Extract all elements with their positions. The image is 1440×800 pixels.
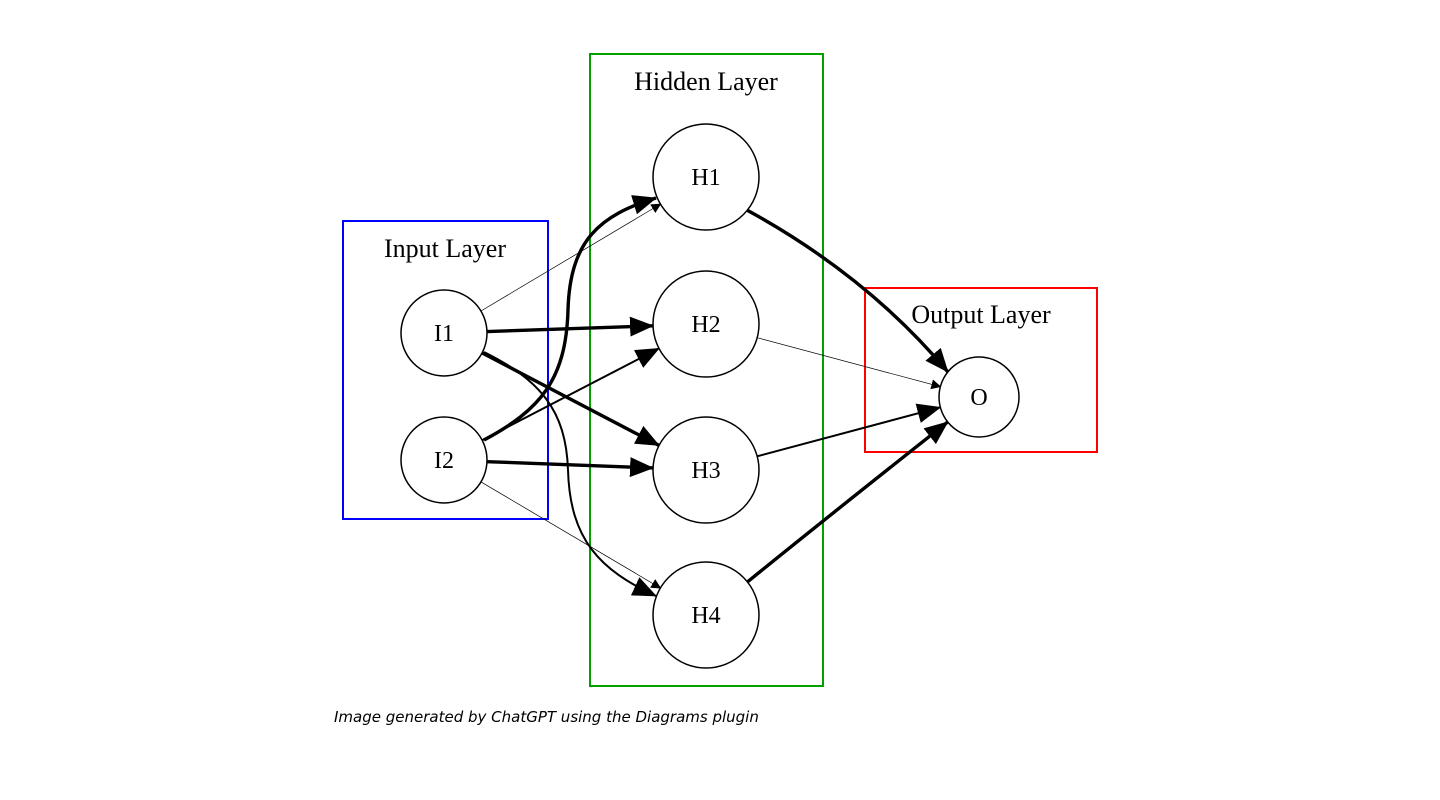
node-o: O <box>938 356 1020 438</box>
node-label: O <box>970 385 987 411</box>
edge-i2-to-h4 <box>480 481 662 589</box>
node-circle <box>652 561 760 669</box>
edge-i2-to-h3 <box>486 457 655 478</box>
node-label: H3 <box>691 458 720 484</box>
node-i1: I1 <box>400 289 488 377</box>
input-layer-cluster: Input Layer <box>342 220 549 520</box>
output-layer-label: Output Layer <box>911 300 1051 329</box>
node-label: H4 <box>691 603 720 629</box>
edge-i1-to-h4 <box>483 351 657 597</box>
node-h3: H3 <box>652 416 760 524</box>
edge-h1-to-o <box>746 208 950 373</box>
node-label: H1 <box>691 165 720 191</box>
hidden-layer-label: Hidden Layer <box>634 67 778 96</box>
node-label: H2 <box>691 312 720 338</box>
output-layer-box <box>864 287 1098 453</box>
node-h2: H2 <box>652 270 760 378</box>
edge-i1-to-h1 <box>480 203 662 312</box>
input-layer-box <box>342 220 549 520</box>
hidden-layer-box <box>589 53 824 687</box>
node-circle <box>652 416 760 524</box>
node-circle <box>652 270 760 378</box>
node-circle <box>400 289 488 377</box>
edge-h2-to-o <box>757 337 942 390</box>
node-i2: I2 <box>400 416 488 504</box>
edge-i2-to-h2 <box>481 347 660 442</box>
node-circle <box>400 416 488 504</box>
edge-i2-to-h1 <box>483 195 657 442</box>
output-layer-cluster: Output Layer <box>864 287 1098 453</box>
edge-i1-to-h2 <box>486 316 655 337</box>
node-label: I2 <box>434 448 454 474</box>
node-circle <box>652 123 760 231</box>
hidden-layer-cluster: Hidden Layer <box>589 53 824 687</box>
edge-h4-to-o <box>746 420 949 584</box>
node-label: I1 <box>434 321 454 347</box>
edge-h3-to-o <box>756 403 942 458</box>
caption: Image generated by ChatGPT using the Dia… <box>334 708 759 726</box>
node-circle <box>938 356 1020 438</box>
node-h1: H1 <box>652 123 760 231</box>
input-layer-label: Input Layer <box>384 234 506 263</box>
node-h4: H4 <box>652 561 760 669</box>
